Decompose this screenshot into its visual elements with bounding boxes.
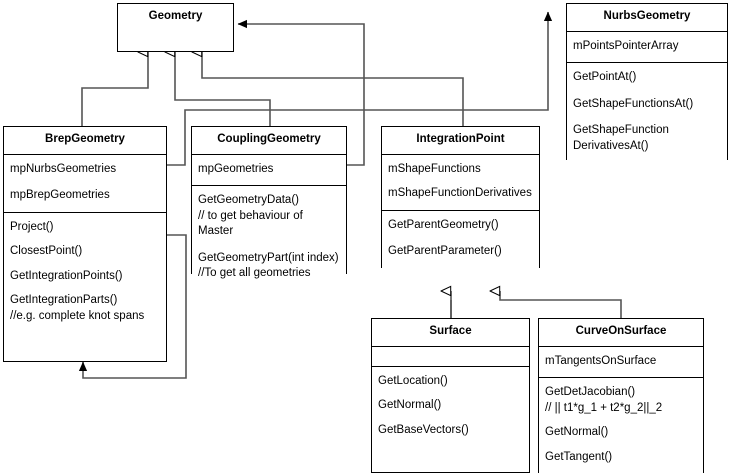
- class-box-geometry[interactable]: Geometry: [117, 3, 234, 52]
- class-box-coupling-geometry[interactable]: CouplingGeometry mpGeometries GetGeometr…: [191, 126, 347, 290]
- class-title-nurbs-geometry: NurbsGeometry: [567, 4, 727, 32]
- class-attributes-nurbs-geometry: mPointsPointerArray: [567, 31, 727, 64]
- operation-row: GetTangent(): [545, 450, 613, 463]
- class-box-curve-on-surface[interactable]: CurveOnSurface mTangentsOnSurface GetDet…: [538, 318, 704, 474]
- class-title-geometry: Geometry: [118, 4, 233, 31]
- edge-integrationpoint-to-geometry: [202, 52, 464, 126]
- class-title-integration-point: IntegrationPoint: [382, 127, 539, 155]
- operation-row: GetIntegrationPoints(): [10, 269, 123, 282]
- operation-row: GetIntegrationParts() //e.g. complete kn…: [10, 294, 145, 322]
- class-attributes-coupling-geometry: mpGeometries: [192, 154, 346, 187]
- class-attributes-curve-on-surface: mTangentsOnSurface: [539, 346, 703, 379]
- class-operations-brep-geometry: Project() ClosestPoint() GetIntegrationP…: [4, 212, 166, 333]
- class-box-integration-point[interactable]: IntegrationPoint mShapeFunctions mShapeF…: [381, 126, 540, 268]
- operation-row: ClosestPoint(): [10, 245, 83, 258]
- operation-row: GetDetJacobian() // || t1*g_1 + t2*g_2||…: [545, 386, 663, 414]
- class-box-nurbs-geometry[interactable]: NurbsGeometry mPointsPointerArray GetPoi…: [566, 3, 728, 163]
- attribute-row: mPointsPointerArray: [573, 39, 679, 52]
- class-operations-surface: GetLocation() GetNormal() GetBaseVectors…: [372, 366, 529, 447]
- attribute-row: mTangentsOnSurface: [545, 354, 657, 367]
- class-title-coupling-geometry: CouplingGeometry: [192, 127, 346, 155]
- attribute-row: mpNurbsGeometries: [10, 162, 117, 175]
- attribute-row: mpGeometries: [198, 162, 274, 175]
- operation-row: GetShapeFunctionsAt(): [573, 97, 694, 110]
- operation-row: GetBaseVectors(): [378, 423, 469, 436]
- edge-coupling-to-geometry: [175, 52, 271, 126]
- operation-row: GetGeometryPart(int index) //To get all …: [198, 251, 339, 280]
- class-operations-coupling-geometry: GetGeometryData() // to get behaviour of…: [192, 186, 346, 290]
- attribute-row: mShapeFunctions: [388, 162, 481, 175]
- operation-row: GetLocation(): [378, 374, 448, 387]
- class-attributes-surface: [372, 346, 529, 367]
- edge-curveonsurface-to-integrationpoint: [500, 291, 622, 318]
- class-box-brep-geometry[interactable]: BrepGeometry mpNurbsGeometries mpBrepGeo…: [3, 126, 167, 362]
- class-operations-integration-point: GetParentGeometry() GetParentParameter(): [382, 210, 539, 268]
- attribute-row: mpBrepGeometries: [10, 189, 110, 202]
- edge-brep-to-geometry: [81, 52, 149, 126]
- operation-row: GetGeometryData() // to get behaviour of…: [198, 194, 303, 238]
- class-attributes-integration-point: mShapeFunctions mShapeFunctionDerivative…: [382, 154, 539, 211]
- operation-row: GetNormal(): [378, 399, 442, 412]
- class-title-brep-geometry: BrepGeometry: [4, 127, 166, 155]
- operation-row: GetParentParameter(): [388, 245, 502, 258]
- operation-row: GetShapeFunction DerivativesAt(): [573, 124, 669, 152]
- operation-row: Project(): [10, 220, 54, 233]
- attribute-row: mShapeFunctionDerivatives: [388, 187, 532, 200]
- operation-row: GetParentGeometry(): [388, 218, 499, 231]
- class-title-curve-on-surface: CurveOnSurface: [539, 319, 703, 347]
- operation-row: GetPointAt(): [573, 71, 637, 84]
- class-attributes-brep-geometry: mpNurbsGeometries mpBrepGeometries: [4, 154, 166, 213]
- class-operations-curve-on-surface: GetDetJacobian() // || t1*g_1 + t2*g_2||…: [539, 378, 703, 474]
- class-operations-nurbs-geometry: GetPointAt() GetShapeFunctionsAt() GetSh…: [567, 63, 727, 163]
- operation-row: GetNormal(): [545, 426, 609, 439]
- class-title-surface: Surface: [372, 319, 529, 347]
- class-box-surface[interactable]: Surface GetLocation() GetNormal() GetBas…: [371, 318, 530, 473]
